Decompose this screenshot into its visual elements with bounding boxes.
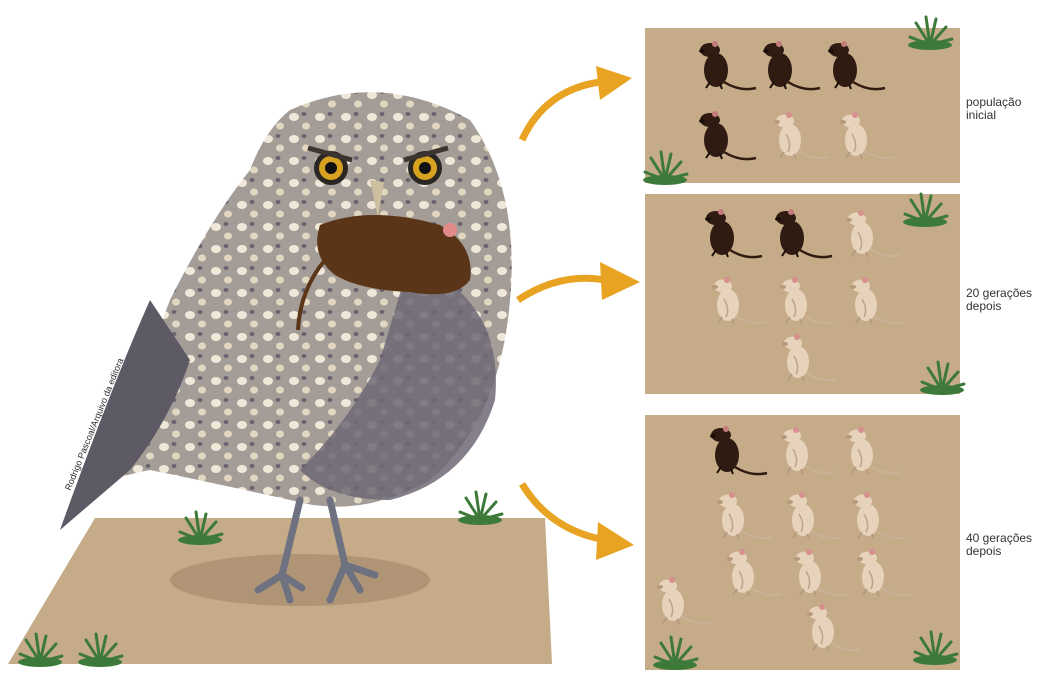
arrow-to-gen20-icon — [518, 262, 640, 300]
arrow-to-initial-icon — [522, 66, 632, 140]
grass-clump-icon — [458, 492, 502, 525]
label-40-generations: 40 gerações depois — [966, 532, 1032, 558]
label-20-generations: 20 gerações depois — [966, 287, 1032, 313]
panel-initial-population — [645, 28, 960, 183]
label-initial-population: população inicial — [966, 96, 1021, 122]
panel-40-generations — [645, 415, 960, 670]
